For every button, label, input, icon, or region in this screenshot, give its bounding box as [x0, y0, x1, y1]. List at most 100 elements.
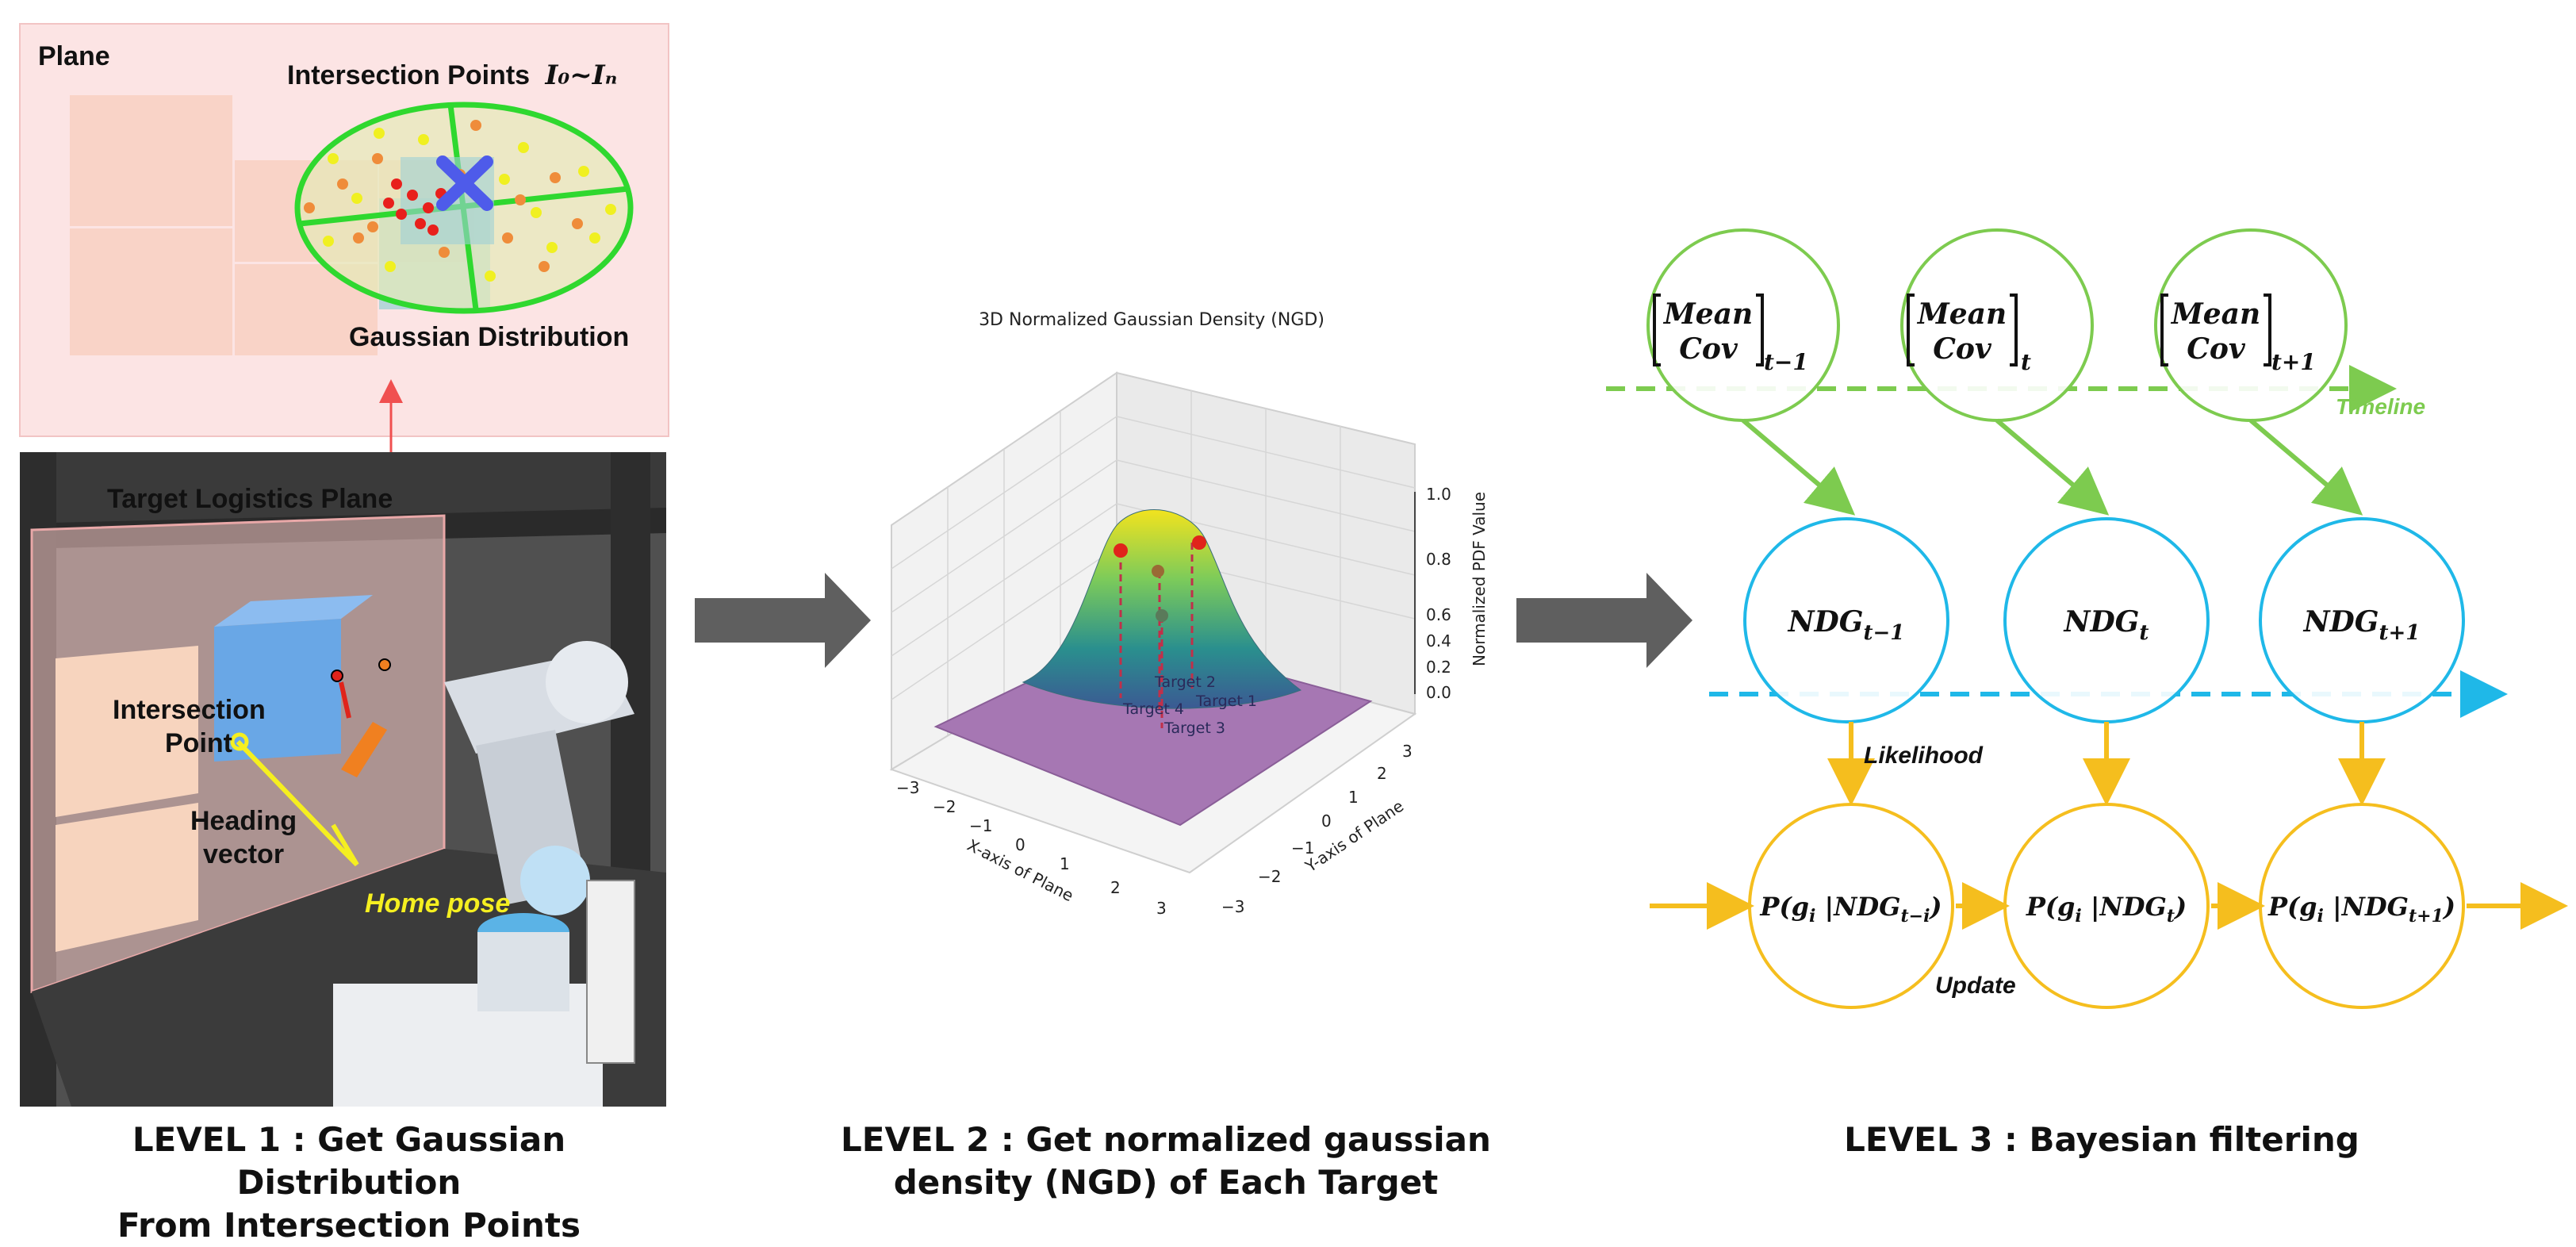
state-to-ngd-arrow-3 [2249, 418, 2363, 516]
state-1-mean: Mean [1662, 297, 1753, 331]
y-axis-label: Y-axis of Plane [1301, 796, 1408, 877]
state-2-cov: Cov [1933, 332, 1992, 366]
ngd-1-main: NDG [1788, 605, 1864, 639]
y-tick-4: 1 [1348, 788, 1359, 807]
target-markers [1114, 535, 1206, 728]
z-tick-0: 0.0 [1426, 683, 1451, 702]
state-3-matrix: Mean Cov t+1 [2160, 294, 2316, 375]
state-to-ngd-arrow-2 [1995, 418, 2110, 516]
state-2-matrix: Mean Cov t [1907, 294, 2031, 375]
target-logistics-plane-label: Target Logistics Plane [107, 484, 393, 514]
intersection-dots [304, 120, 616, 282]
intersection-label-line2: Point [165, 728, 232, 758]
diagram-canvas: Plane Intersection Points I₀~Iₙ Gaussian… [19, 23, 2568, 1107]
gaussian-surface [1022, 509, 1302, 709]
level2-panel: 3D Normalized Gaussian Density (NGD) [889, 310, 1489, 918]
posterior-3-sub: t+1 [2409, 906, 2444, 927]
blue-box-top [214, 595, 373, 627]
z-tick-1: 0.2 [1426, 658, 1451, 677]
level1-caption-line1: LEVEL 1 : Get Gaussian Distribution [132, 1120, 566, 1202]
target-3-label: Target 3 [1163, 719, 1225, 737]
gaussian-distribution-label: Gaussian Distribution [349, 322, 629, 352]
y-tick-6: 3 [1402, 742, 1413, 761]
y-tick-2: −1 [1291, 838, 1314, 858]
x-tick-6: 3 [1156, 899, 1167, 918]
arrow-level2-to-level3 [1516, 573, 1692, 668]
y-tick-1: −2 [1258, 867, 1281, 886]
ngd-2-main: NDG [2064, 605, 2140, 639]
ngd-node-2-label: NDGt [2064, 605, 2149, 645]
heading-point-orange [378, 658, 391, 671]
level2-caption-line1: LEVEL 2 : Get normalized gaussian [841, 1120, 1491, 1159]
posterior-node-2-label: P(gi |NDGt) [2026, 892, 2187, 927]
x-tick-1: −2 [933, 797, 956, 816]
ngd-node-3-label: NDGt+1 [2303, 605, 2421, 645]
ngd-2-sub: t [2139, 621, 2149, 645]
x-tick-4: 1 [1060, 854, 1070, 873]
target-4-label: Target 4 [1122, 700, 1184, 718]
state-3-mean: Mean [2170, 297, 2260, 331]
posterior-2-suffix: ) [2173, 892, 2187, 922]
posterior-2-i: i [2075, 906, 2081, 927]
x-tick-2: −1 [969, 816, 992, 835]
intersection-points-text: Intersection Points [287, 60, 530, 90]
heading-label-line1: Heading [190, 806, 297, 836]
heading-ray-red [339, 681, 351, 719]
posterior-2-sub: t [2167, 906, 2175, 927]
robot-tower [586, 880, 635, 1064]
posterior-node-3-label: P(gi |NDGt+1) [2267, 892, 2455, 927]
ngd-3-sub: t+1 [2379, 621, 2420, 645]
level2-caption: LEVEL 2 : Get normalized gaussian densit… [825, 1118, 1507, 1204]
state-3-subscript: t+1 [2271, 349, 2316, 375]
posterior-2-prefix: P(g [2026, 892, 2076, 922]
level3-panel: Timeline Mean Cov t−1 Mean Cov t Mean Co… [1606, 228, 2568, 1009]
state-to-ngd-arrow-1 [1742, 418, 1856, 516]
posterior-1-mid: |NDG [1815, 892, 1900, 922]
update-label: Update [1935, 973, 2016, 999]
robot-scene [20, 452, 666, 1107]
target-2-label: Target 2 [1154, 673, 1216, 691]
posterior-1-suffix: ) [1928, 892, 1942, 922]
posterior-1-prefix: P(g [1759, 892, 1809, 922]
plane-tile-2 [70, 228, 232, 355]
ngd-node-1 [1743, 517, 1949, 723]
posterior-3-suffix: ) [2442, 892, 2455, 922]
robot-joint-2 [520, 846, 590, 915]
intersection-label-line1: Intersection [113, 695, 266, 725]
heading-label-line2: vector [203, 839, 284, 869]
state-2-mean: Mean [1916, 297, 2007, 331]
ngd-1-sub: t−1 [1863, 621, 1904, 645]
heading-point-red [331, 670, 343, 682]
z-tick-3: 0.6 [1426, 605, 1451, 624]
robot-base-column [477, 932, 569, 1011]
intersection-points-label: Intersection Points I₀~Iₙ [287, 59, 617, 91]
z-tick-5: 1.0 [1426, 485, 1451, 504]
z-tick-4: 0.8 [1426, 550, 1451, 569]
posterior-node-1-label: P(gi |NDGt−i) [1759, 892, 1942, 927]
y-tick-0: −3 [1221, 897, 1244, 916]
posterior-3-i: i [2317, 906, 2324, 927]
level1-panel: Plane Intersection Points I₀~Iₙ Gaussian… [19, 23, 669, 1107]
y-tick-3: 0 [1321, 812, 1332, 831]
box-tile-2 [56, 803, 198, 952]
posterior-3-mid: |NDG [2324, 892, 2409, 922]
state-1-subscript: t−1 [1764, 349, 1808, 375]
intersection-points-math: I₀~Iₙ [545, 59, 618, 91]
box-tile-1 [56, 646, 198, 817]
arrow-level1-to-level2 [695, 573, 871, 668]
posterior-1-i: i [1809, 906, 1815, 927]
home-pose-label: Home pose [365, 888, 510, 919]
z-tick-2: 0.4 [1426, 631, 1451, 650]
state-2-subscript: t [2021, 349, 2031, 375]
estimated-center-cross-icon [436, 155, 493, 211]
x-tick-3: 0 [1015, 835, 1025, 854]
level2-caption-line2: density (NGD) of Each Target [893, 1163, 1439, 1202]
state-1-matrix: Mean Cov t−1 [1653, 294, 1808, 375]
heading-arrow-orange [341, 722, 387, 777]
timeline-label: Timeline [2336, 394, 2425, 419]
state-3-cov: Cov [2187, 332, 2246, 366]
z-axis: 0.0 0.2 0.4 0.6 0.8 1.0 Normalized PDF V… [1414, 485, 1489, 702]
posterior-2-mid: |NDG [2082, 892, 2167, 922]
blue-box-front [214, 619, 341, 762]
ngd-node-1-label: NDGt−1 [1788, 605, 1905, 645]
